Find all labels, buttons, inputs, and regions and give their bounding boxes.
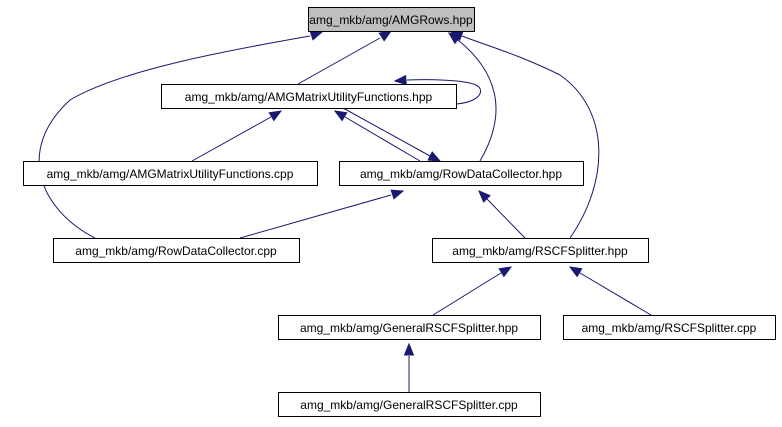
edge-grscf_cpp-to-grscf_hpp: [403, 342, 415, 392]
edge-line: [461, 35, 600, 239]
node-label: amg_mkb/amg/GeneralRSCFSplitter.cpp: [300, 398, 518, 412]
arrowhead-icon: [309, 30, 324, 41]
node-box[interactable]: [563, 315, 776, 340]
edge-line: [406, 79, 481, 105]
node-grscf-hpp[interactable]: amg_mkb/amg/GeneralRSCFSplitter.hpp: [278, 315, 541, 340]
edge-rscf_hpp-to-rdc_hpp: [478, 190, 526, 239]
edge-line: [579, 272, 652, 316]
node-box[interactable]: [53, 238, 300, 263]
node-box[interactable]: [161, 84, 457, 109]
node-label: amg_mkb/amg/AMGRows.hpp: [309, 13, 473, 27]
node-rscf-cpp[interactable]: amg_mkb/amg/RSCFSplitter.cpp: [563, 315, 776, 340]
edge-amgmuf_hpp-to-amgmuf_hpp: [393, 74, 481, 105]
arrowhead-icon: [568, 266, 583, 278]
node-label: amg_mkb/amg/AMGMatrixUtilityFunctions.hp…: [185, 90, 433, 104]
edge-amgmuf_hpp-to-rdc_hpp: [342, 107, 442, 162]
node-amgmuf-cpp[interactable]: amg_mkb/amg/AMGMatrixUtilityFunctions.cp…: [23, 161, 318, 186]
edge-layer: [38, 30, 652, 392]
node-rdc-hpp[interactable]: amg_mkb/amg/RowDataCollector.hpp: [339, 161, 584, 186]
arrowhead-icon: [427, 151, 442, 162]
node-grscf-cpp[interactable]: amg_mkb/amg/GeneralRSCFSplitter.cpp: [278, 392, 541, 417]
edge-rscf_hpp-to-amgrows_hpp: [449, 31, 600, 239]
node-layer: amg_mkb/amg/AMGRows.hpp amg_mkb/amg/AMGMa…: [23, 7, 776, 417]
arrowhead-icon: [268, 110, 283, 122]
node-box[interactable]: [308, 7, 475, 32]
node-rscf-hpp[interactable]: amg_mkb/amg/RSCFSplitter.hpp: [432, 238, 649, 263]
edge-line: [486, 198, 526, 239]
edge-line: [297, 37, 381, 85]
edge-line: [191, 116, 272, 162]
edge-rdc_cpp-to-amgrows_hpp: [38, 30, 324, 239]
edge-line: [432, 272, 502, 316]
edge-amgmuf_hpp-to-amgrows_hpp: [297, 30, 393, 85]
node-box[interactable]: [278, 392, 541, 417]
node-box[interactable]: [278, 315, 541, 340]
edge-line: [457, 39, 497, 162]
edge-rscf_cpp-to-rscf_hpp: [568, 266, 652, 316]
edge-rdc_hpp-to-amgmuf_hpp: [333, 110, 421, 162]
edge-grscf_hpp-to-rscf_hpp: [432, 266, 513, 316]
edge-line: [38, 35, 311, 239]
arrowhead-icon: [498, 266, 513, 278]
arrowhead-icon: [333, 110, 348, 122]
node-box[interactable]: [23, 161, 318, 186]
node-label: amg_mkb/amg/RSCFSplitter.cpp: [582, 321, 757, 335]
node-amgmuf-hpp[interactable]: amg_mkb/amg/AMGMatrixUtilityFunctions.hp…: [161, 84, 457, 109]
node-amgrows-hpp[interactable]: amg_mkb/amg/AMGRows.hpp: [308, 7, 475, 32]
node-label: amg_mkb/amg/RowDataCollector.hpp: [360, 167, 562, 181]
edge-line: [239, 194, 392, 239]
arrowhead-icon: [390, 189, 405, 200]
node-label: amg_mkb/amg/GeneralRSCFSplitter.hpp: [300, 321, 518, 335]
edge-amgmuf_cpp-to-amgmuf_hpp: [191, 110, 283, 162]
node-rdc-cpp[interactable]: amg_mkb/amg/RowDataCollector.cpp: [53, 238, 300, 263]
node-label: amg_mkb/amg/RowDataCollector.cpp: [75, 244, 277, 258]
node-label: amg_mkb/amg/AMGMatrixUtilityFunctions.cp…: [47, 167, 294, 181]
arrowhead-icon: [393, 74, 407, 86]
arrowhead-icon: [478, 190, 491, 203]
node-box[interactable]: [339, 161, 584, 186]
node-label: amg_mkb/amg/RSCFSplitter.hpp: [452, 244, 628, 258]
arrowhead-icon: [378, 30, 393, 42]
edge-line: [342, 107, 431, 157]
edge-rdc_cpp-to-rdc_hpp: [239, 189, 405, 239]
edge-line: [344, 116, 421, 162]
arrowhead-icon: [403, 342, 415, 356]
node-box[interactable]: [432, 238, 649, 263]
